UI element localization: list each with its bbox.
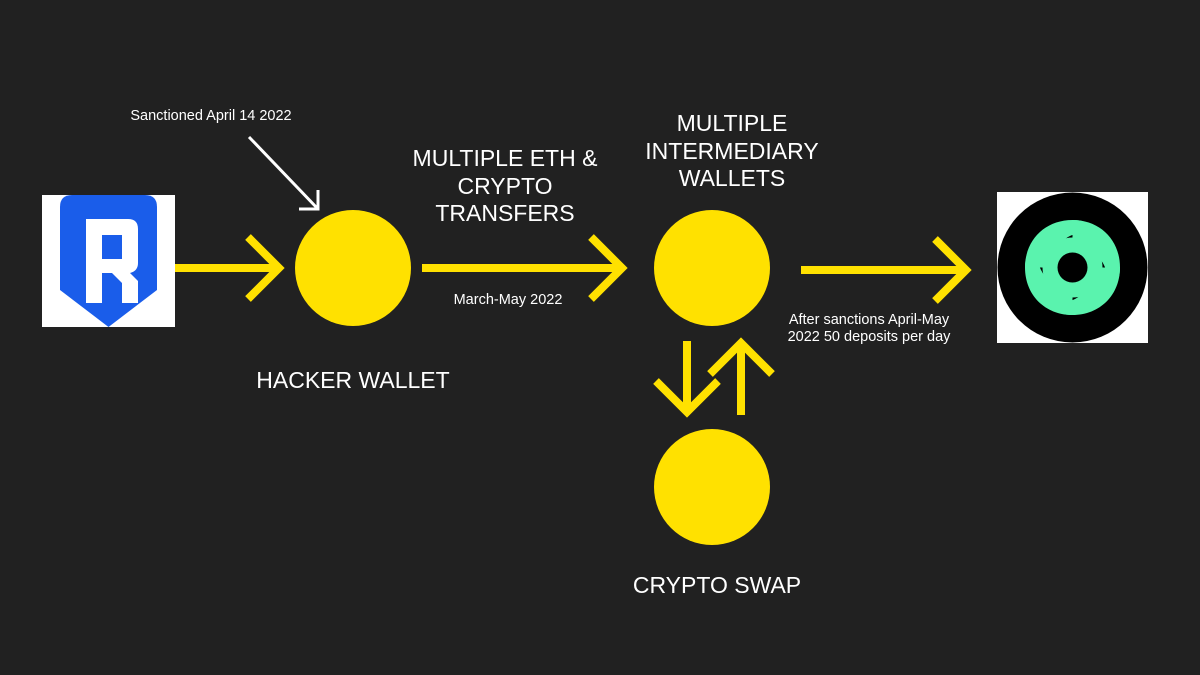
- hacker-wallet-node: [295, 210, 411, 326]
- tornado-swirl-icon: [997, 192, 1148, 343]
- arrow-swap-to-intermediary: [707, 337, 775, 415]
- ronin-logo: [42, 195, 175, 327]
- crypto-swap-label: CRYPTO SWAP: [632, 572, 802, 598]
- hacker-wallet-label: HACKER WALLET: [256, 367, 450, 393]
- ronin-shield-icon: [60, 195, 157, 327]
- crypto-swap-node: [654, 429, 770, 545]
- arrow-intermediary-to-swap: [653, 341, 721, 418]
- transfers-label: MULTIPLE ETH & CRYPTO TRANSFERS: [412, 145, 598, 227]
- tornado-cash-logo: [997, 192, 1148, 343]
- arrow-source-to-hacker: [175, 234, 285, 302]
- arrow-hacker-to-intermediary: [422, 234, 628, 302]
- arrow-intermediary-to-tornado: [801, 236, 972, 304]
- after-sanctions-label: After sanctions April-May 2022 50 deposi…: [787, 312, 951, 346]
- transfer-dates-label: March-May 2022: [453, 292, 563, 308]
- sanction-pointer-arrow: [247, 135, 320, 211]
- sanctioned-date-label: Sanctioned April 14 2022: [130, 108, 292, 124]
- intermediary-wallets-node: [654, 210, 770, 326]
- intermediary-wallets-label: MULTIPLE INTERMEDIARY WALLETS: [645, 110, 819, 192]
